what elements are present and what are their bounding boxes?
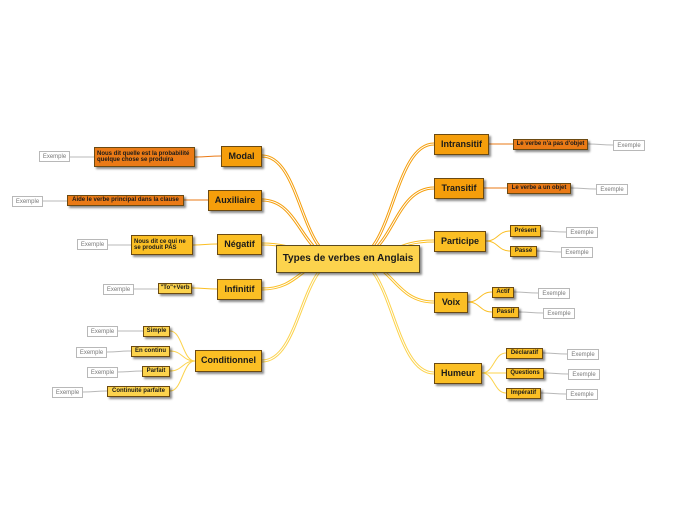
line-negatif-detail	[192, 243, 218, 246]
topic-auxiliaire[interactable]: Auxiliaire	[208, 190, 262, 211]
line-humeur-imperatif	[481, 372, 507, 394]
topic-voix[interactable]: Voix	[434, 292, 468, 313]
example-present[interactable]: Exemple	[566, 227, 598, 238]
topic-humeur[interactable]: Humeur	[434, 363, 482, 384]
subtopic-en-continu[interactable]: En continu	[131, 346, 170, 357]
subtopic-actif[interactable]: Actif	[492, 287, 514, 298]
topic-participe[interactable]: Participe	[434, 231, 486, 252]
subtopic-passe[interactable]: Passé	[510, 246, 537, 257]
line-conditionnel-item-3	[169, 360, 196, 392]
line-continuite-example	[82, 390, 108, 393]
example-passif[interactable]: Exemple	[543, 308, 575, 319]
subtopic-passif[interactable]: Passif	[492, 307, 519, 318]
example-questions[interactable]: Exemple	[568, 369, 600, 380]
topic-infinitif[interactable]: Infinitif	[217, 279, 262, 300]
line-passe-example	[536, 250, 562, 253]
example-auxiliaire[interactable]: Exemple	[12, 196, 43, 207]
line-voix-actif	[467, 291, 493, 303]
subtopic-auxiliaire-detail[interactable]: Aide le verbe principal dans la clause	[67, 195, 184, 206]
example-parfait[interactable]: Exemple	[87, 367, 118, 378]
subtopic-transitif-detail[interactable]: Le verbe a un objet	[507, 183, 571, 194]
line-parfait-example	[117, 370, 143, 373]
example-negatif[interactable]: Exemple	[77, 239, 108, 250]
subtopic-present[interactable]: Présent	[510, 225, 541, 237]
topic-negatif[interactable]: Négatif	[217, 234, 262, 255]
subtopic-declaratif[interactable]: Déclaratif	[506, 348, 543, 359]
example-passe[interactable]: Exemple	[561, 247, 593, 258]
topic-conditionnel[interactable]: Conditionnel	[195, 350, 262, 372]
line-present-example	[540, 230, 567, 233]
line-conditionnel-item-1	[169, 350, 196, 362]
subtopic-negatif-detail[interactable]: Nous dit ce qui ne se produit PAS	[131, 235, 193, 255]
line-questions-example	[543, 372, 569, 375]
line-imperatif-example	[540, 392, 567, 395]
subtopic-modal-detail[interactable]: Nous dit quelle est la probabilité quelq…	[94, 147, 195, 167]
subtopic-parfait[interactable]: Parfait	[142, 366, 170, 377]
subtopic-imperatif[interactable]: Impératif	[506, 388, 541, 399]
line-actif-example	[513, 291, 539, 294]
topic-modal[interactable]: Modal	[221, 146, 262, 167]
example-en-continu[interactable]: Exemple	[76, 347, 107, 358]
line-passif-example	[518, 311, 544, 314]
line-encontinu-example	[106, 350, 132, 353]
subtopic-continuite-parfaite[interactable]: Continuité parfaite	[107, 386, 170, 397]
subtopic-questions[interactable]: Questions	[506, 368, 544, 379]
example-intransitif[interactable]: Exemple	[613, 140, 645, 151]
line-infinitif-detail	[191, 287, 218, 290]
example-continuite-parfaite[interactable]: Exemple	[52, 387, 83, 398]
line-transitif-example	[570, 187, 597, 190]
line-declaratif-example	[542, 352, 568, 355]
line-conditionnel-item-0	[169, 330, 196, 362]
line-intransitif-example	[587, 143, 614, 146]
example-simple[interactable]: Exemple	[87, 326, 118, 337]
example-transitif[interactable]: Exemple	[596, 184, 628, 195]
line-participe-passe	[485, 240, 511, 252]
subtopic-infinitif-detail[interactable]: "To"+Verb	[158, 283, 192, 294]
topic-transitif[interactable]: Transitif	[434, 178, 484, 199]
subtopic-intransitif-detail[interactable]: Le verbe n'a pas d'objet	[513, 139, 588, 150]
example-imperatif[interactable]: Exemple	[566, 389, 598, 400]
central-topic[interactable]: Types de verbes en Anglais	[276, 245, 420, 273]
line-participe-present	[485, 230, 511, 242]
example-declaratif[interactable]: Exemple	[567, 349, 599, 360]
line-modal-detail	[194, 155, 222, 158]
example-actif[interactable]: Exemple	[538, 288, 570, 299]
line-humeur-declaratif	[481, 352, 507, 374]
example-infinitif[interactable]: Exemple	[103, 284, 134, 295]
topic-intransitif[interactable]: Intransitif	[434, 134, 489, 155]
line-humeur-highlight	[351, 258, 435, 374]
subtopic-simple[interactable]: Simple	[143, 326, 170, 337]
line-voix-passif	[467, 301, 493, 313]
example-modal[interactable]: Exemple	[39, 151, 70, 162]
